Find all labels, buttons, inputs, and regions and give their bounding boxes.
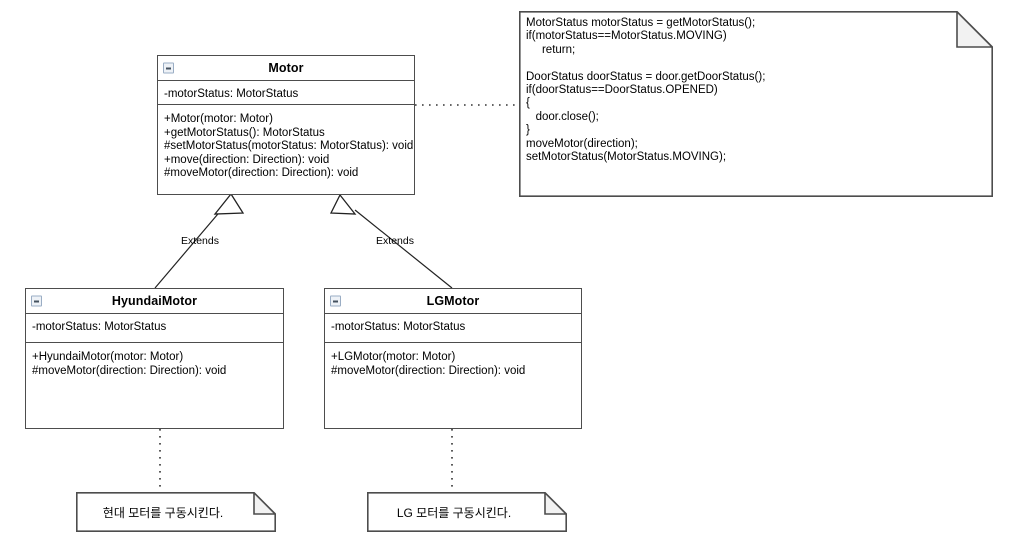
class-box-lgmotor[interactable]: LGMotor -motorStatus: MotorStatus +LGMot… bbox=[324, 288, 582, 429]
operation-row: +LGMotor(motor: Motor) bbox=[331, 351, 456, 363]
generalization-arrowhead-hyundai bbox=[213, 192, 245, 215]
note-text-hyundai: 현대 모터를 구동시킨다. bbox=[102, 505, 224, 520]
collapse-minus-icon[interactable] bbox=[163, 62, 174, 74]
note-text-code: MotorStatus motorStatus = getMotorStatus… bbox=[526, 17, 766, 164]
attribute-row: -motorStatus: MotorStatus bbox=[164, 88, 299, 100]
note-fold-path bbox=[544, 492, 567, 515]
class-header-motor: Motor bbox=[158, 56, 414, 81]
note-shape-lg bbox=[367, 492, 567, 532]
class-box-hyundaimotor[interactable]: HyundaiMotor -motorStatus: MotorStatus +… bbox=[25, 288, 284, 429]
attribute-row: -motorStatus: MotorStatus bbox=[331, 321, 466, 333]
class-name-hyundaimotor: HyundaiMotor bbox=[111, 294, 198, 308]
class-operations-hyundaimotor: +HyundaiMotor(motor: Motor) #moveMotor(d… bbox=[26, 343, 283, 428]
edge-label-extends-hyundai: Extends bbox=[181, 235, 219, 247]
class-attributes-hyundaimotor: -motorStatus: MotorStatus bbox=[26, 314, 283, 343]
class-attributes-lgmotor: -motorStatus: MotorStatus bbox=[325, 314, 581, 343]
operation-row: +Motor(motor: Motor) bbox=[164, 113, 273, 125]
note-code-block[interactable]: MotorStatus motorStatus = getMotorStatus… bbox=[519, 11, 993, 197]
note-shape-hyundai bbox=[76, 492, 276, 532]
note-body-path bbox=[76, 492, 276, 532]
attribute-row: -motorStatus: MotorStatus bbox=[32, 321, 167, 333]
generalization-line-hyundai bbox=[154, 207, 224, 289]
class-header-lgmotor: LGMotor bbox=[325, 289, 581, 314]
operation-row: #moveMotor(direction: Direction): void bbox=[331, 364, 526, 377]
operation-row: #moveMotor(direction: Direction): void bbox=[164, 167, 359, 179]
operation-row: #moveMotor(direction: Direction): void bbox=[32, 364, 227, 377]
class-box-motor[interactable]: Motor -motorStatus: MotorStatus +Motor(m… bbox=[157, 55, 415, 195]
class-attributes-motor: -motorStatus: MotorStatus bbox=[158, 81, 414, 105]
class-name-lgmotor: LGMotor bbox=[426, 294, 480, 308]
note-shape-code bbox=[519, 11, 993, 197]
class-name-motor: Motor bbox=[268, 61, 304, 75]
note-hyundai[interactable]: 현대 모터를 구동시킨다. bbox=[76, 492, 276, 532]
note-text-lg: LG 모터를 구동시킨다. bbox=[396, 505, 512, 520]
note-lg[interactable]: LG 모터를 구동시킨다. bbox=[367, 492, 567, 532]
note-body-path bbox=[519, 11, 993, 197]
collapse-minus-icon[interactable] bbox=[31, 295, 42, 307]
operation-row: +HyundaiMotor(motor: Motor) bbox=[32, 351, 184, 363]
note-body-path bbox=[367, 492, 567, 532]
operation-row: +getMotorStatus(): MotorStatus bbox=[164, 126, 325, 139]
generalization-line-lg bbox=[354, 209, 453, 289]
collapse-minus-icon[interactable] bbox=[330, 295, 341, 307]
class-operations-lgmotor: +LGMotor(motor: Motor) #moveMotor(direct… bbox=[325, 343, 581, 428]
class-operations-motor: +Motor(motor: Motor) +getMotorStatus(): … bbox=[158, 105, 414, 194]
note-fold-path bbox=[956, 11, 993, 48]
operation-row: +move(direction: Direction): void bbox=[164, 153, 330, 166]
generalization-arrowhead-lg bbox=[329, 193, 357, 215]
edge-label-extends-lg: Extends bbox=[376, 235, 414, 247]
note-fold-path bbox=[253, 492, 276, 515]
operation-row: #setMotorStatus(motorStatus: MotorStatus… bbox=[164, 140, 414, 152]
class-header-hyundaimotor: HyundaiMotor bbox=[26, 289, 283, 314]
